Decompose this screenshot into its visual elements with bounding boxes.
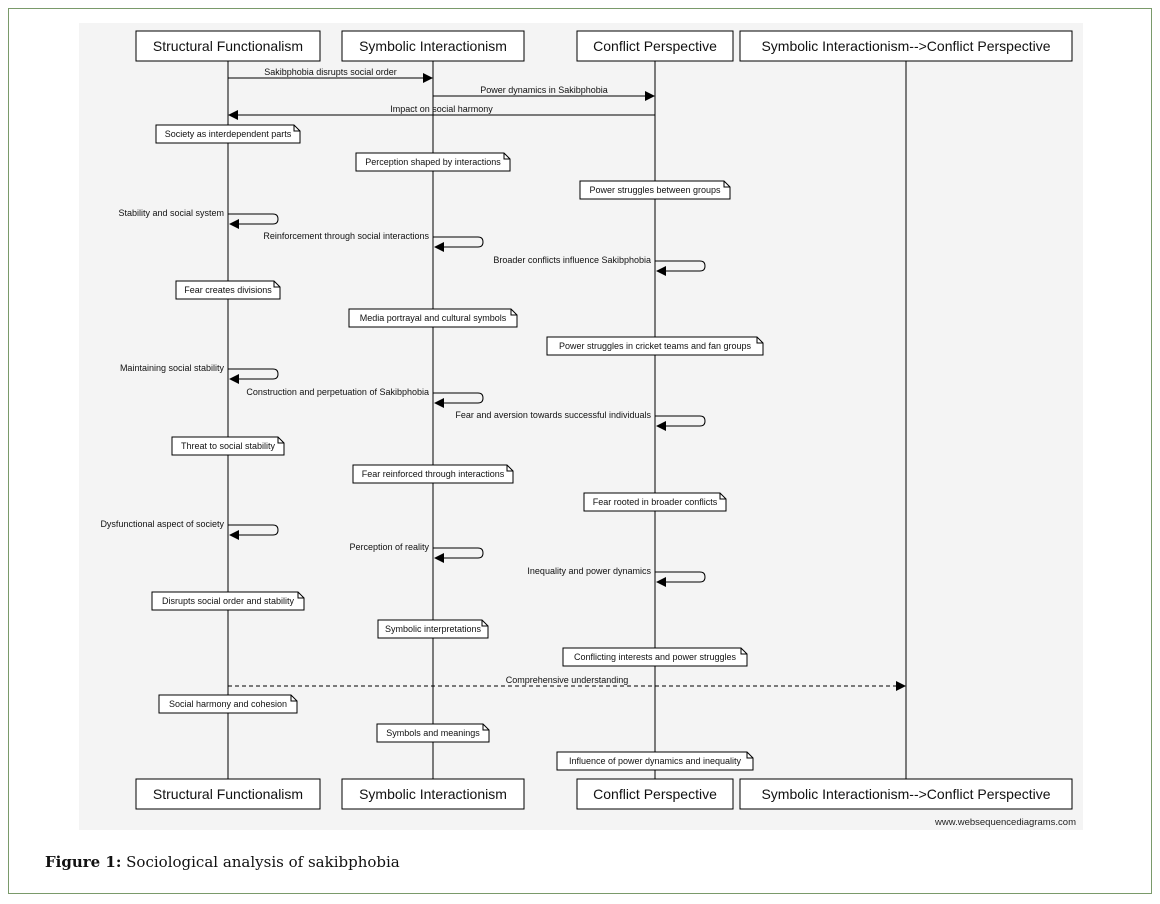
note-label-influence-of-power-dynamics-and-inequality: Influence of power dynamics and inequali… — [569, 756, 742, 766]
message-label-power-dynamics-in-sakibphobia: Power dynamics in Sakibphobia — [480, 85, 608, 95]
note-box-power-struggles-between-groups — [579, 180, 731, 200]
actor-box-sf-bottom — [135, 778, 321, 810]
actor-box-sf-top — [135, 30, 321, 62]
note-fold — [503, 153, 510, 160]
actor-label-cp-bottom: Conflict Perspective — [593, 786, 717, 802]
message-label-sakibphobia-disrupts-social-order: Sakibphobia disrupts social order — [264, 67, 397, 77]
self-message-arrow-construction-and-perpetuation-of-sakibphobia — [433, 392, 484, 408]
note-box-symbolic-interpretations — [377, 619, 489, 639]
actor-label-cp-top: Conflict Perspective — [593, 38, 717, 54]
note-fold — [273, 281, 280, 288]
self-message-arrow-fear-and-aversion-towards-successful-individuals — [655, 415, 706, 431]
note-fold — [297, 592, 304, 599]
watermark: www.websequencediagrams.com — [934, 817, 1076, 828]
self-message-label-stability-and-social-system: Stability and social system — [118, 208, 224, 218]
note-fold — [723, 181, 730, 188]
note-box-threat-to-social-stability — [171, 436, 285, 456]
message-label-comprehensive-understanding: Comprehensive understanding — [506, 675, 629, 685]
actor-box-sicp-top — [739, 30, 1073, 62]
note-label-symbols-and-meanings: Symbols and meanings — [386, 728, 480, 738]
note-fold — [746, 752, 753, 759]
note-label-disrupts-social-order-and-stability: Disrupts social order and stability — [162, 596, 295, 606]
self-message-label-inequality-and-power-dynamics: Inequality and power dynamics — [527, 566, 651, 576]
note-box-fear-rooted-in-broader-conflicts — [583, 492, 727, 512]
actor-box-cp-top — [576, 30, 734, 62]
note-label-fear-rooted-in-broader-conflicts: Fear rooted in broader conflicts — [593, 497, 718, 507]
note-box-influence-of-power-dynamics-and-inequality — [556, 751, 754, 771]
figure-caption: Figure 1: Sociological analysis of sakib… — [45, 853, 400, 871]
actor-label-sf-top: Structural Functionalism — [153, 38, 303, 54]
self-message-label-reinforcement-through-social-interactions: Reinforcement through social interaction… — [263, 231, 429, 241]
note-box-perception-shaped-by-interactions — [355, 152, 511, 172]
note-label-society-as-interdependent-parts: Society as interdependent parts — [165, 129, 292, 139]
note-label-threat-to-social-stability: Threat to social stability — [181, 441, 276, 451]
note-box-fear-creates-divisions — [175, 280, 281, 300]
note-fold — [740, 648, 747, 655]
self-message-arrow-broader-conflicts-influence-sakibphobia — [655, 260, 706, 276]
note-box-conflicting-interests-and-power-struggles — [562, 647, 748, 667]
note-fold — [482, 724, 489, 731]
note-label-fear-reinforced-through-interactions: Fear reinforced through interactions — [362, 469, 505, 479]
self-message-arrow-reinforcement-through-social-interactions — [433, 236, 484, 252]
note-box-disrupts-social-order-and-stability — [151, 591, 305, 611]
actor-label-sicp-top: Symbolic Interactionism-->Conflict Persp… — [761, 38, 1050, 54]
actor-label-sicp-bottom: Symbolic Interactionism-->Conflict Persp… — [761, 786, 1050, 802]
actor-label-sf-bottom: Structural Functionalism — [153, 786, 303, 802]
self-message-label-dysfunctional-aspect-of-society: Dysfunctional aspect of society — [100, 519, 224, 529]
actor-box-si-bottom — [341, 778, 525, 810]
note-fold — [719, 493, 726, 500]
actor-box-cp-bottom — [576, 778, 734, 810]
self-message-arrow-inequality-and-power-dynamics — [655, 571, 706, 587]
self-message-label-construction-and-perpetuation-of-sakibphobia: Construction and perpetuation of Sakibph… — [246, 387, 429, 397]
note-fold — [506, 465, 513, 472]
note-fold — [481, 620, 488, 627]
self-message-label-broader-conflicts-influence-sakibphobia: Broader conflicts influence Sakibphobia — [493, 255, 651, 265]
actor-label-si-top: Symbolic Interactionism — [359, 38, 507, 54]
note-box-symbols-and-meanings — [376, 723, 490, 743]
self-message-arrow-maintaining-social-stability — [228, 368, 279, 384]
note-box-fear-reinforced-through-interactions — [352, 464, 514, 484]
note-box-media-portrayal-and-cultural-symbols — [348, 308, 518, 328]
note-label-fear-creates-divisions: Fear creates divisions — [184, 285, 272, 295]
note-label-symbolic-interpretations: Symbolic interpretations — [385, 624, 482, 634]
note-fold — [293, 125, 300, 132]
note-fold — [756, 337, 763, 344]
caption-prefix: Figure 1: — [45, 853, 122, 871]
message-label-impact-on-social-harmony: Impact on social harmony — [390, 104, 493, 114]
actor-box-sicp-bottom — [739, 778, 1073, 810]
note-box-power-struggles-in-cricket-teams-and-fan-groups — [546, 336, 764, 356]
note-label-power-struggles-in-cricket-teams-and-fan-groups: Power struggles in cricket teams and fan… — [559, 341, 752, 351]
actor-label-si-bottom: Symbolic Interactionism — [359, 786, 507, 802]
note-label-conflicting-interests-and-power-struggles: Conflicting interests and power struggle… — [574, 652, 737, 662]
note-box-society-as-interdependent-parts — [155, 124, 301, 144]
note-label-media-portrayal-and-cultural-symbols: Media portrayal and cultural symbols — [360, 313, 507, 323]
self-message-label-perception-of-reality: Perception of reality — [349, 542, 429, 552]
note-box-social-harmony-and-cohesion — [158, 694, 298, 714]
self-message-label-fear-and-aversion-towards-successful-individuals: Fear and aversion towards successful ind… — [455, 410, 651, 420]
note-fold — [290, 695, 297, 702]
caption-text: Sociological analysis of sakibphobia — [121, 853, 400, 871]
note-label-social-harmony-and-cohesion: Social harmony and cohesion — [169, 699, 287, 709]
note-label-power-struggles-between-groups: Power struggles between groups — [589, 185, 721, 195]
self-message-label-maintaining-social-stability: Maintaining social stability — [120, 363, 225, 373]
note-label-perception-shaped-by-interactions: Perception shaped by interactions — [365, 157, 501, 167]
actor-box-si-top — [341, 30, 525, 62]
note-fold — [277, 437, 284, 444]
self-message-arrow-stability-and-social-system — [228, 213, 279, 229]
self-message-arrow-dysfunctional-aspect-of-society — [228, 524, 279, 540]
note-fold — [510, 309, 517, 316]
self-message-arrow-perception-of-reality — [433, 547, 484, 563]
